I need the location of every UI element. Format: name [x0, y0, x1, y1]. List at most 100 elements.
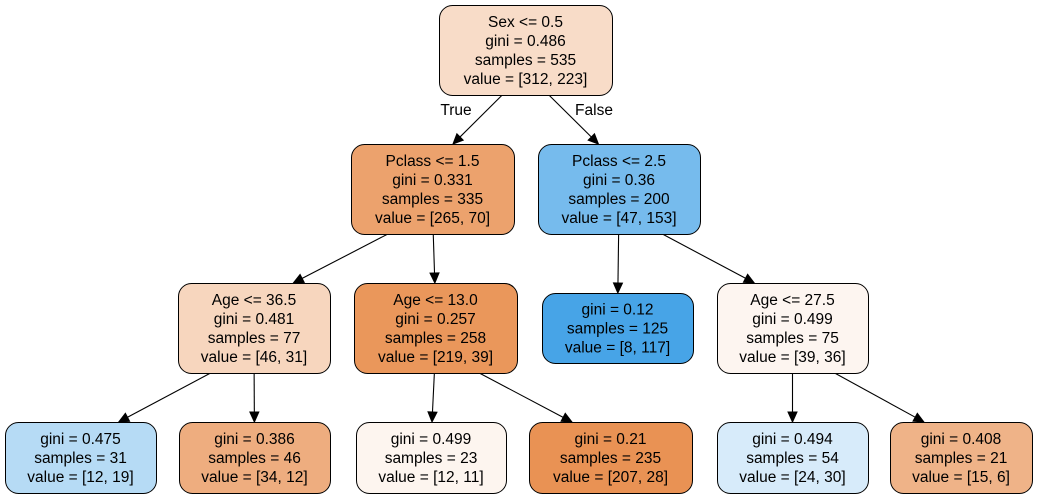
- edge-line: [617, 233, 620, 284]
- node-line: gini = 0.486: [485, 33, 566, 50]
- node-box: [538, 144, 701, 235]
- node-line: gini = 0.36: [583, 172, 655, 189]
- tree-edges: True False: [117, 94, 925, 424]
- arrow-head-icon: [427, 411, 438, 424]
- tree-node-n6: Age <= 27.5 gini = 0.499 samples = 75 value…: [717, 283, 869, 374]
- edge-label: False: [575, 102, 613, 119]
- node-box: [5, 422, 157, 494]
- edge-line: [432, 233, 436, 274]
- node-line: Age <= 36.5: [212, 292, 296, 309]
- edge-line: [548, 94, 592, 138]
- node-box: [356, 422, 507, 494]
- tree-node-n1: Pclass <= 1.5 gini = 0.331 samples = 335 va…: [351, 144, 515, 235]
- arrow-head-icon: [249, 411, 260, 424]
- tree-node-n11: gini = 0.494 samples = 54 value = [24, 30]: [717, 422, 869, 494]
- node-line: samples = 200: [568, 191, 670, 208]
- node-box: [717, 422, 869, 494]
- tree-edge-n0-n1: True: [440, 94, 503, 145]
- node-line: Age <= 27.5: [750, 292, 834, 309]
- edge-line: [127, 372, 211, 418]
- tree-edge-n3-n8: [249, 372, 260, 424]
- node-line: samples = 23: [385, 450, 478, 467]
- edge-line: [431, 372, 435, 413]
- edge-label: True: [440, 102, 471, 119]
- arrow-head-icon: [787, 411, 798, 424]
- edge-line: [459, 94, 503, 138]
- node-line: samples = 335: [382, 191, 483, 208]
- node-line: value = [8, 117]: [565, 340, 670, 357]
- node-line: gini = 0.499: [391, 431, 472, 448]
- arrow-head-icon: [587, 132, 600, 145]
- tree-edge-n2-n6: [662, 233, 756, 284]
- arrow-head-icon: [912, 412, 925, 423]
- node-line: value = [46, 31]: [201, 349, 307, 366]
- node-line: samples = 258: [385, 330, 486, 347]
- node-line: value = [207, 28]: [553, 469, 668, 486]
- node-box: [351, 144, 515, 235]
- node-box: [179, 422, 331, 494]
- node-line: samples = 235: [560, 450, 661, 467]
- node-line: samples = 46: [208, 450, 301, 467]
- node-box: [542, 293, 694, 364]
- tree-edge-n4-n10: [478, 372, 574, 423]
- node-line: gini = 0.257: [395, 311, 476, 328]
- tree-edge-n6-n11: [787, 373, 798, 424]
- node-line: value = [12, 11]: [378, 469, 483, 486]
- node-line: gini = 0.481: [214, 311, 295, 328]
- arrow-head-icon: [742, 273, 756, 284]
- tree-edge-n1-n3: [292, 233, 389, 284]
- tree-edge-n1-n4: [429, 233, 440, 285]
- arrow-head-icon: [452, 132, 465, 145]
- node-line: value = [34, 12]: [201, 469, 307, 486]
- node-line: samples = 125: [567, 321, 668, 338]
- node-line: Sex <= 0.5: [488, 14, 563, 31]
- node-line: samples = 21: [915, 450, 1008, 467]
- node-box: [529, 422, 693, 494]
- tree-edge-n2-n5: [612, 233, 624, 295]
- node-line: samples = 75: [746, 330, 839, 347]
- node-line: Pclass <= 2.5: [572, 153, 666, 170]
- node-line: samples = 77: [208, 330, 301, 347]
- edge-line: [301, 233, 389, 279]
- tree-node-n5: gini = 0.12 samples = 125 value = [8, 117]: [542, 293, 694, 364]
- node-line: gini = 0.12: [582, 302, 654, 319]
- node-line: value = [24, 30]: [739, 469, 845, 486]
- tree-node-n0: Sex <= 0.5 gini = 0.486 samples = 535 value…: [439, 5, 613, 96]
- node-line: value = [219, 39]: [378, 349, 493, 366]
- tree-node-n9: gini = 0.499 samples = 23 value = [12, 11]: [356, 422, 507, 494]
- node-line: gini = 0.386: [214, 431, 295, 448]
- node-line: gini = 0.494: [752, 431, 833, 448]
- node-line: gini = 0.475: [40, 431, 121, 448]
- node-line: value = [47, 153]: [561, 210, 676, 227]
- node-box: [178, 283, 331, 374]
- tree-edge-n6-n12: [834, 372, 925, 423]
- node-box: [354, 283, 518, 374]
- node-line: value = [15, 6]: [912, 469, 1010, 486]
- node-box: [890, 422, 1033, 494]
- edge-line: [834, 372, 916, 418]
- node-line: gini = 0.499: [752, 311, 833, 328]
- arrow-head-icon: [429, 272, 440, 285]
- node-line: gini = 0.331: [392, 172, 473, 189]
- tree-edge-n4-n9: [427, 372, 438, 424]
- node-line: value = [312, 223]: [464, 71, 588, 88]
- arrow-head-icon: [560, 412, 574, 423]
- node-line: samples = 535: [475, 52, 576, 69]
- node-box: [439, 5, 613, 96]
- node-line: value = [39, 36]: [739, 349, 845, 366]
- edge-line: [662, 233, 746, 279]
- node-line: Pclass <= 1.5: [386, 153, 480, 170]
- arrow-head-icon: [292, 273, 306, 284]
- arrow-head-icon: [117, 412, 131, 423]
- edge-line: [478, 372, 564, 418]
- node-line: samples = 54: [746, 450, 839, 467]
- node-line: samples = 31: [34, 450, 127, 467]
- node-line: value = [265, 70]: [375, 210, 490, 227]
- node-box: [717, 283, 869, 374]
- tree-edge-n0-n2: False: [548, 94, 613, 145]
